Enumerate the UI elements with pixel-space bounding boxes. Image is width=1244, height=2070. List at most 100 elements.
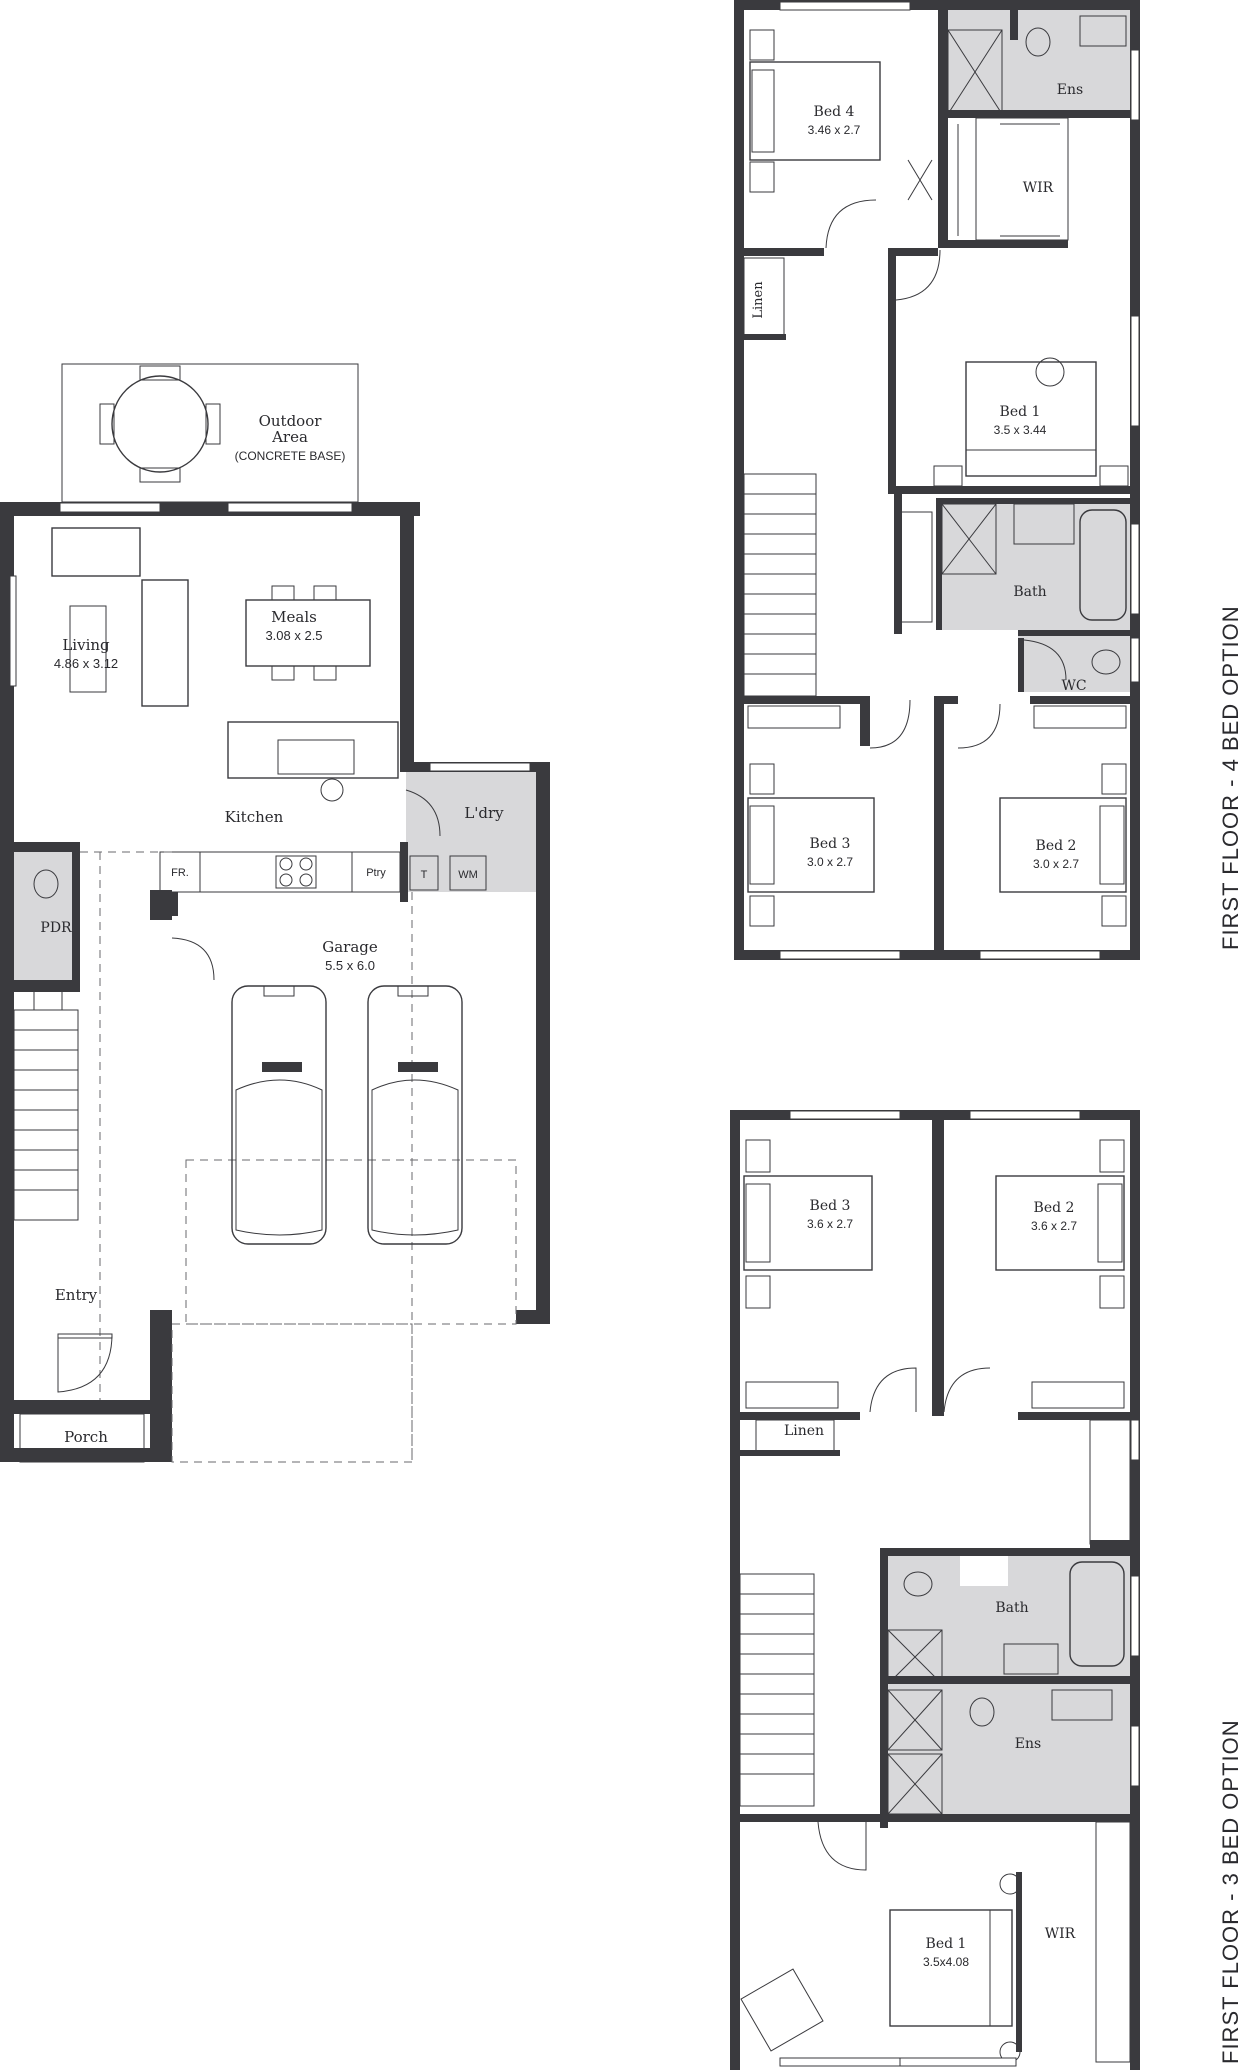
door-swing (817, 1821, 867, 1871)
pantry-label: Ptry (366, 867, 386, 879)
shower (941, 503, 997, 575)
stairs (739, 1573, 815, 1807)
entry-label: Entry (55, 1286, 98, 1304)
basin (1003, 1643, 1059, 1675)
outdoor-chair (99, 403, 115, 445)
three-bed-option-title: FIRST FLOOR - 3 BED OPTION (1218, 1719, 1243, 2064)
first-floor-4-bed-plan: Bed 4 3.46 x 2.7 Ens WIR Linen Bed 1 3.5… (734, 0, 1243, 960)
kitchen-label: Kitchen (225, 808, 284, 826)
outdoor-table (111, 375, 209, 473)
outdoor-subtitle: (CONCRETE BASE) (235, 449, 346, 463)
ensuite-floor (948, 10, 1130, 115)
outdoor-title-line2: Area (271, 428, 308, 446)
bedside-table (745, 1139, 771, 1173)
toilet-icon (33, 869, 59, 899)
bedside-table (933, 465, 963, 487)
shower (887, 1689, 943, 1751)
kitchen-sink (277, 739, 355, 775)
first-floor-3-bed-plan: Bed 3 3.6 x 2.7 Bed 2 3.6 x 2.7 Linen Ba… (730, 1110, 1243, 2070)
wall (516, 1310, 550, 1324)
ground-floor-plan: Outdoor Area (CONCRETE BASE) Living 4.86… (0, 363, 550, 1463)
bed-3-dimension: 3.6 x 2.7 (807, 1217, 853, 1231)
porch-label: Porch (64, 1428, 108, 1446)
walk-in-robe-label: WIR (1045, 1926, 1076, 1942)
window (899, 2057, 1017, 2067)
outdoor-chair (139, 365, 181, 381)
bed-2-dimension: 3.0 x 2.7 (1033, 857, 1079, 871)
meals-label: Meals (271, 608, 317, 626)
bath-label: Bath (1013, 584, 1046, 600)
bedside-table (1101, 763, 1127, 795)
linen-label: Linen (784, 1423, 824, 1439)
sofa (51, 527, 141, 577)
robe-door (907, 159, 933, 201)
bedside-table (1099, 1275, 1125, 1309)
wall (536, 762, 550, 1324)
coffee-table (69, 605, 107, 693)
bed-3-bed (743, 1175, 873, 1271)
bathtub (1079, 509, 1127, 621)
ensuite-label: Ens (1015, 1736, 1041, 1752)
kitchen-island (227, 721, 399, 779)
wall (150, 1310, 172, 1462)
four-bed-option-title: FIRST FLOOR - 4 BED OPTION (1218, 605, 1243, 950)
bed-1-dimension: 3.5x4.08 (923, 1955, 969, 1969)
walk-in-robe-label: WIR (1023, 180, 1054, 196)
bed-3-label: Bed 3 (810, 836, 851, 852)
laundry-label: L'dry (464, 804, 504, 822)
porch (19, 1413, 145, 1463)
study-desk (1089, 1419, 1131, 1545)
kitchen-person-icon (320, 778, 344, 802)
washer-label: WM (458, 869, 478, 881)
bath-floor (936, 500, 1130, 630)
bed-1-label: Bed 1 (1000, 404, 1041, 420)
toilet-icon (1025, 27, 1051, 57)
car-left-icon (231, 985, 327, 1245)
dining-chair (313, 585, 337, 601)
bed-3-dimension: 3.0 x 2.7 (807, 855, 853, 869)
basin (1051, 1689, 1113, 1721)
door-swing (895, 249, 941, 301)
bedside-table (749, 895, 775, 927)
window (789, 1110, 901, 1120)
entry-door (57, 1333, 113, 1393)
bedside-table (1099, 465, 1129, 487)
shower (947, 29, 1003, 115)
wall (1130, 0, 1140, 960)
bed-1-person-icon (1035, 357, 1065, 387)
window (779, 1, 911, 11)
window (1130, 1419, 1140, 1461)
wall (400, 502, 414, 762)
robe (745, 1381, 839, 1409)
meals-table (245, 599, 371, 667)
outdoor-chair (205, 403, 221, 445)
bed-3-label: Bed 3 (810, 1198, 851, 1214)
window (1130, 1575, 1140, 1657)
study-desk (897, 511, 933, 623)
toilet-icon (969, 1697, 995, 1727)
wc-label: WC (1061, 678, 1086, 694)
linen-label: Linen (751, 281, 766, 319)
bed-4-label: Bed 4 (814, 104, 855, 120)
toilet-icon (1091, 649, 1121, 675)
basin (1013, 503, 1075, 545)
washing-machine (449, 855, 487, 891)
wall (0, 1448, 172, 1462)
bathtub (1069, 1561, 1125, 1667)
window (779, 950, 901, 960)
tub-label: T (421, 869, 428, 881)
laundry-floor (406, 772, 536, 892)
laundry-tub (409, 855, 439, 891)
door-swing (1023, 639, 1067, 681)
fridge (159, 851, 201, 893)
window (429, 762, 531, 772)
bed-2-bed (995, 1175, 1125, 1271)
fridge-label: FR. (171, 867, 189, 879)
car-right-icon (367, 985, 463, 1245)
window (59, 502, 161, 513)
driveway-outline (171, 1323, 413, 1463)
bedside-table (745, 1275, 771, 1309)
bed-2-dimension: 3.6 x 2.7 (1031, 1219, 1077, 1233)
bedside-table (749, 29, 775, 61)
wall (734, 0, 744, 960)
